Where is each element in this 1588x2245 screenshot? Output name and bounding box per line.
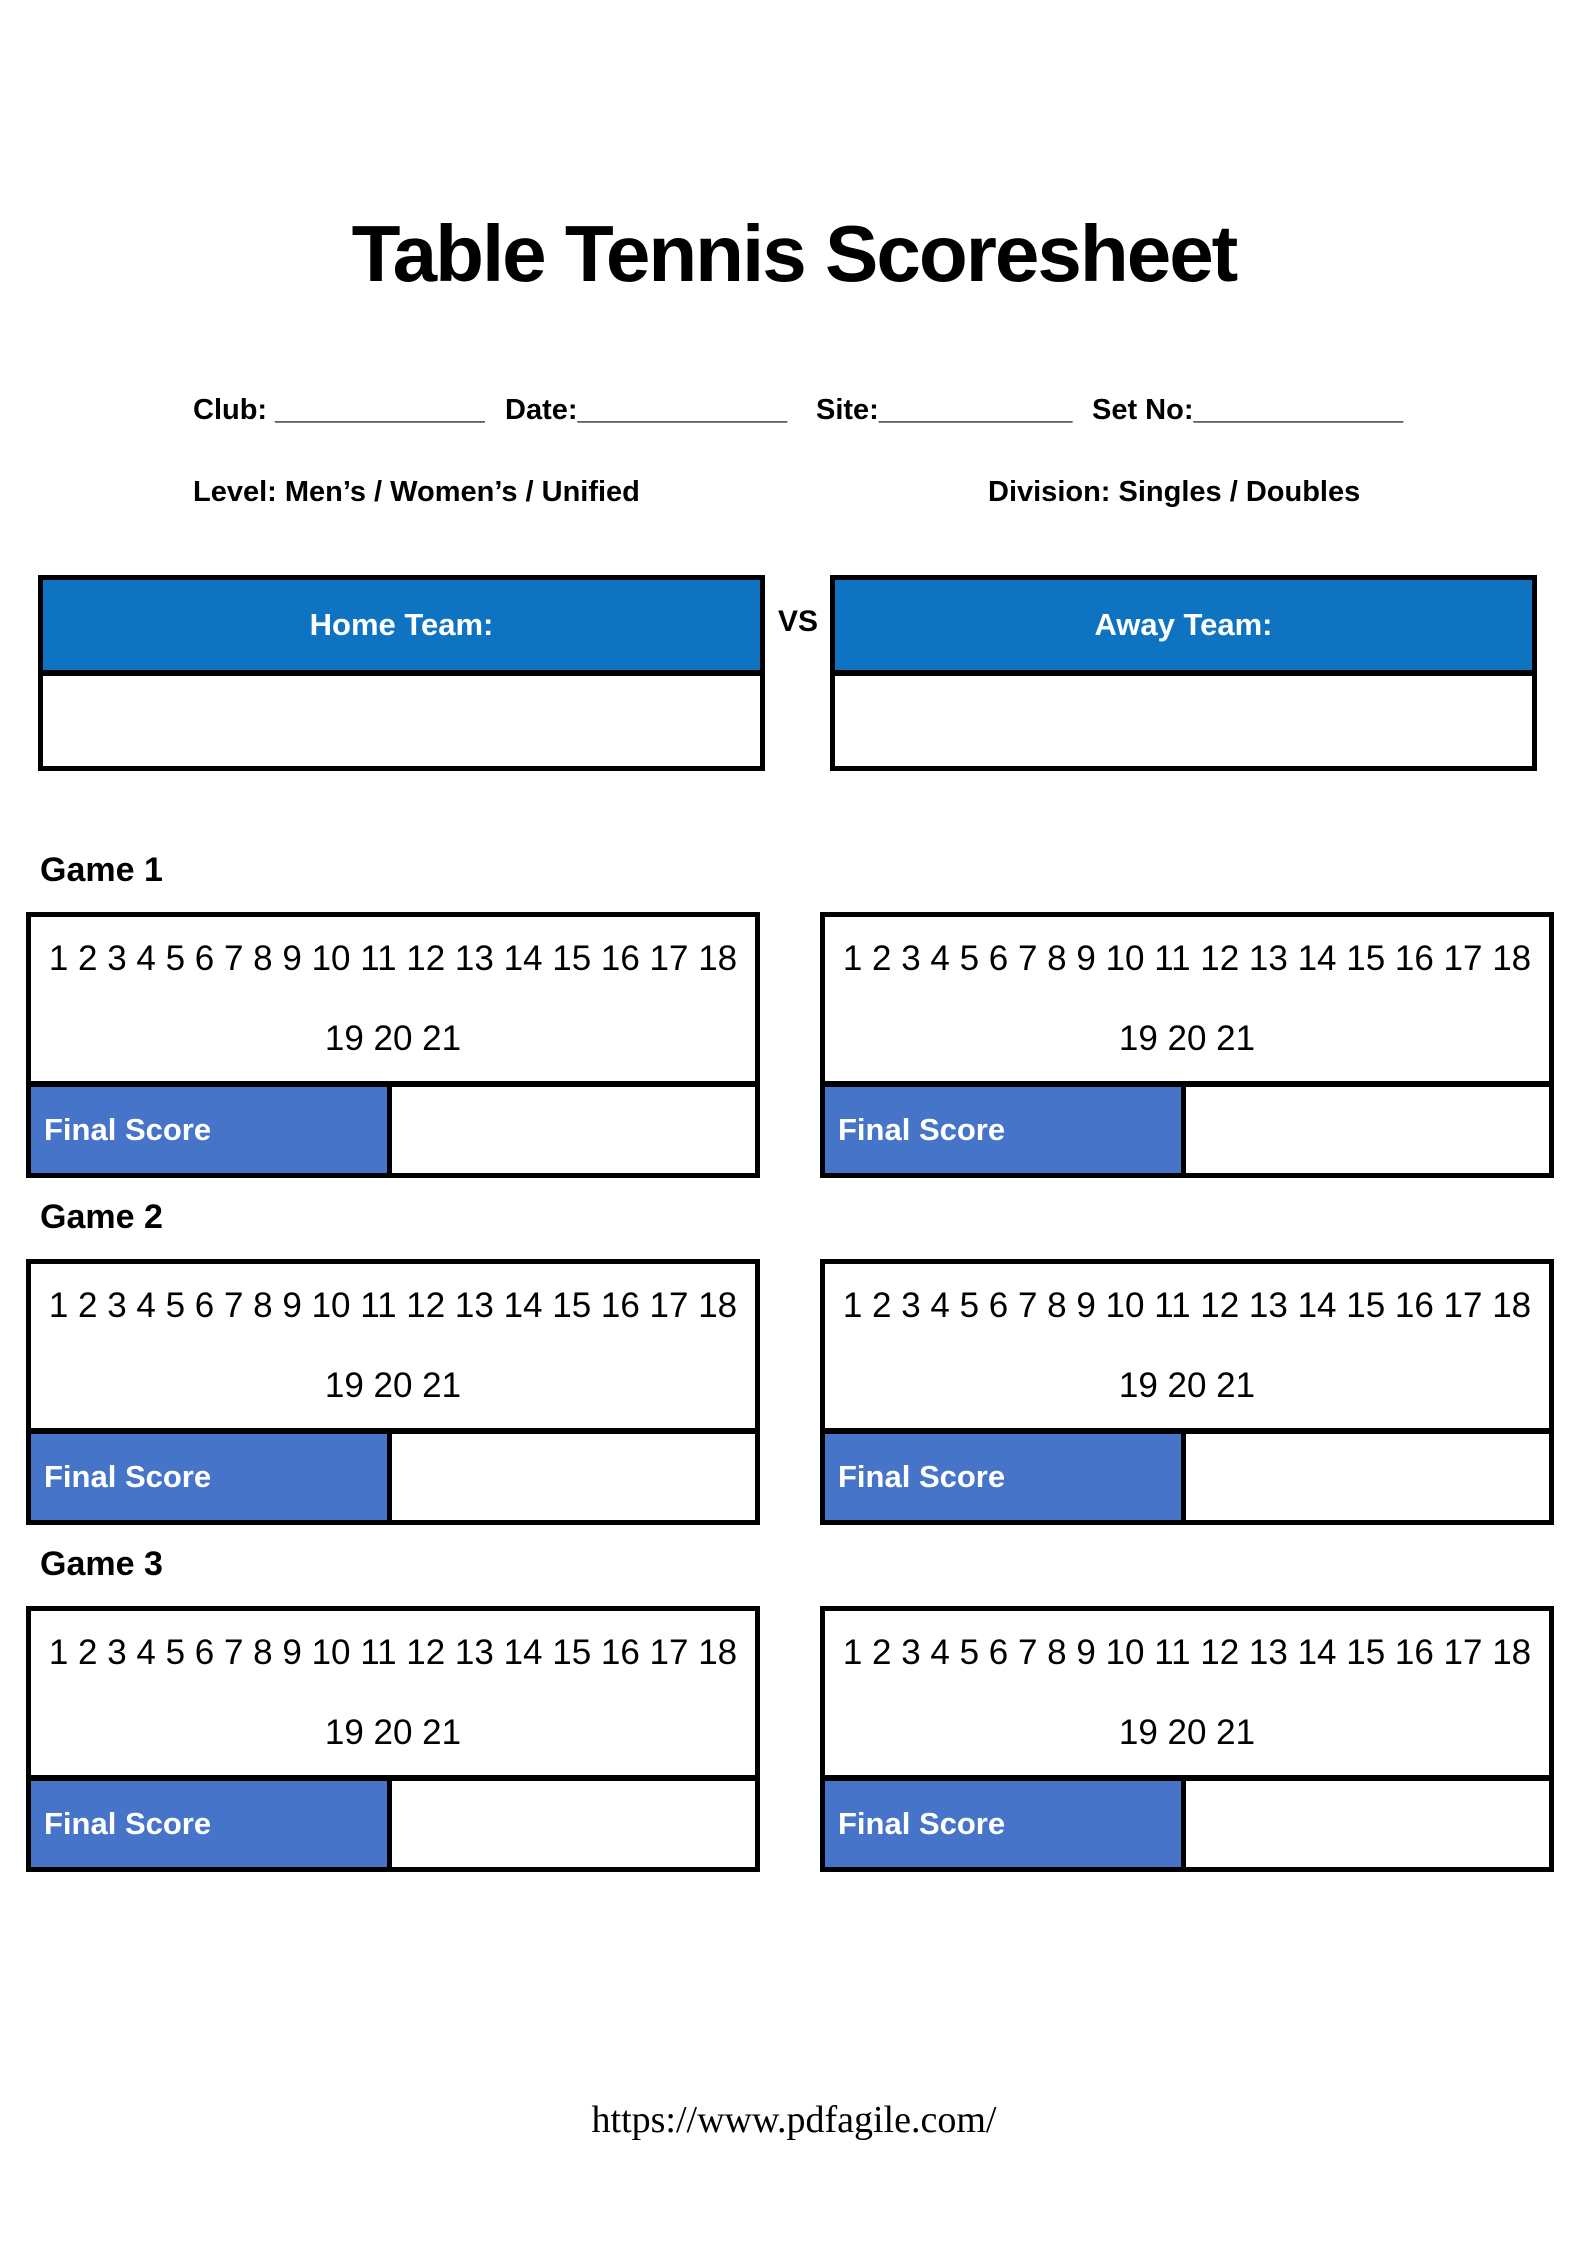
points-grid[interactable]: 1 2 3 4 5 6 7 8 9 10 11 12 13 14 15 16 1… bbox=[825, 1611, 1549, 1781]
footer-url: https://www.pdfagile.com/ bbox=[591, 2099, 997, 2141]
final-score-label: Final Score bbox=[31, 1781, 392, 1867]
points-row-2[interactable]: 19 20 21 bbox=[1118, 1019, 1256, 1058]
final-score-value-cell[interactable] bbox=[1186, 1087, 1549, 1173]
game-1-label: Game 1 bbox=[40, 851, 163, 889]
points-row-1[interactable]: 1 2 3 4 5 6 7 8 9 10 11 12 13 14 15 16 1… bbox=[842, 1286, 1532, 1325]
points-row-1[interactable]: 1 2 3 4 5 6 7 8 9 10 11 12 13 14 15 16 1… bbox=[48, 1286, 738, 1325]
final-score-value-cell[interactable] bbox=[1186, 1781, 1549, 1867]
points-grid[interactable]: 1 2 3 4 5 6 7 8 9 10 11 12 13 14 15 16 1… bbox=[825, 917, 1549, 1087]
game-2-home-score-box: 1 2 3 4 5 6 7 8 9 10 11 12 13 14 15 16 1… bbox=[26, 1259, 760, 1525]
final-score-label: Final Score bbox=[825, 1087, 1186, 1173]
vs-label: VS bbox=[777, 605, 819, 638]
game-2-label: Game 2 bbox=[40, 1198, 163, 1236]
final-score-row: Final Score bbox=[825, 1434, 1549, 1520]
home-team-name-cell[interactable] bbox=[43, 676, 760, 766]
points-grid[interactable]: 1 2 3 4 5 6 7 8 9 10 11 12 13 14 15 16 1… bbox=[31, 1264, 755, 1434]
game-2-away-score-box: 1 2 3 4 5 6 7 8 9 10 11 12 13 14 15 16 1… bbox=[820, 1259, 1554, 1525]
club-field: Club: _____________ bbox=[193, 394, 485, 426]
final-score-row: Final Score bbox=[31, 1434, 755, 1520]
final-score-label: Final Score bbox=[825, 1434, 1186, 1520]
home-team-box: Home Team: bbox=[38, 575, 765, 771]
game-3-label: Game 3 bbox=[40, 1545, 163, 1583]
points-row-2[interactable]: 19 20 21 bbox=[1118, 1713, 1256, 1752]
away-team-header: Away Team: bbox=[835, 580, 1532, 676]
game-1-home-score-box: 1 2 3 4 5 6 7 8 9 10 11 12 13 14 15 16 1… bbox=[26, 912, 760, 1178]
final-score-value-cell[interactable] bbox=[392, 1781, 755, 1867]
final-score-label: Final Score bbox=[31, 1434, 392, 1520]
final-score-row: Final Score bbox=[31, 1087, 755, 1173]
points-row-2[interactable]: 19 20 21 bbox=[324, 1366, 462, 1405]
points-grid[interactable]: 1 2 3 4 5 6 7 8 9 10 11 12 13 14 15 16 1… bbox=[31, 1611, 755, 1781]
points-row-1[interactable]: 1 2 3 4 5 6 7 8 9 10 11 12 13 14 15 16 1… bbox=[842, 939, 1532, 978]
game-3-home-score-box: 1 2 3 4 5 6 7 8 9 10 11 12 13 14 15 16 1… bbox=[26, 1606, 760, 1872]
points-row-2[interactable]: 19 20 21 bbox=[1118, 1366, 1256, 1405]
points-row-1[interactable]: 1 2 3 4 5 6 7 8 9 10 11 12 13 14 15 16 1… bbox=[48, 1633, 738, 1672]
site-field: Site:____________ bbox=[816, 394, 1073, 426]
points-row-2[interactable]: 19 20 21 bbox=[324, 1019, 462, 1058]
final-score-row: Final Score bbox=[825, 1087, 1549, 1173]
final-score-value-cell[interactable] bbox=[392, 1434, 755, 1520]
final-score-label: Final Score bbox=[825, 1781, 1186, 1867]
final-score-label: Final Score bbox=[31, 1087, 392, 1173]
points-row-1[interactable]: 1 2 3 4 5 6 7 8 9 10 11 12 13 14 15 16 1… bbox=[842, 1633, 1532, 1672]
points-row-1[interactable]: 1 2 3 4 5 6 7 8 9 10 11 12 13 14 15 16 1… bbox=[48, 939, 738, 978]
set-no-field: Set No:_____________ bbox=[1092, 394, 1404, 426]
home-team-header: Home Team: bbox=[43, 580, 760, 676]
final-score-row: Final Score bbox=[825, 1781, 1549, 1867]
level-options: Level: Men’s / Women’s / Unified bbox=[193, 476, 640, 508]
final-score-row: Final Score bbox=[31, 1781, 755, 1867]
final-score-value-cell[interactable] bbox=[392, 1087, 755, 1173]
game-1-away-score-box: 1 2 3 4 5 6 7 8 9 10 11 12 13 14 15 16 1… bbox=[820, 912, 1554, 1178]
away-team-name-cell[interactable] bbox=[835, 676, 1532, 766]
date-field: Date:_____________ bbox=[505, 394, 788, 426]
division-options: Division: Singles / Doubles bbox=[988, 476, 1361, 508]
page-title: Table Tennis Scoresheet bbox=[351, 209, 1239, 298]
final-score-value-cell[interactable] bbox=[1186, 1434, 1549, 1520]
game-3-away-score-box: 1 2 3 4 5 6 7 8 9 10 11 12 13 14 15 16 1… bbox=[820, 1606, 1554, 1872]
away-team-box: Away Team: bbox=[830, 575, 1537, 771]
points-row-2[interactable]: 19 20 21 bbox=[324, 1713, 462, 1752]
points-grid[interactable]: 1 2 3 4 5 6 7 8 9 10 11 12 13 14 15 16 1… bbox=[31, 917, 755, 1087]
points-grid[interactable]: 1 2 3 4 5 6 7 8 9 10 11 12 13 14 15 16 1… bbox=[825, 1264, 1549, 1434]
